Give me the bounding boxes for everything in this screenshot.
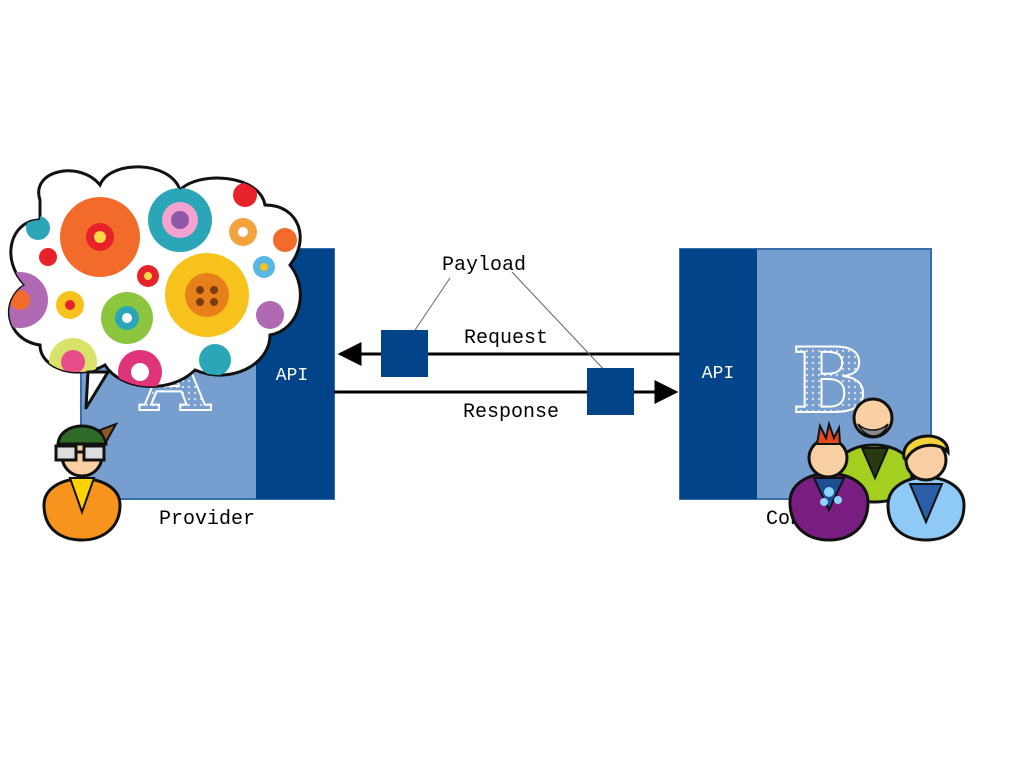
payload-label: Payload xyxy=(442,254,526,277)
payload-response-square xyxy=(587,368,634,415)
consumer-api-panel xyxy=(680,249,757,499)
consumer-person-purple-icon xyxy=(788,420,870,542)
response-label: Response xyxy=(463,401,559,424)
flower-green-icon xyxy=(101,292,153,344)
consumer-api-label: API xyxy=(702,364,734,384)
developer-with-glasses-icon xyxy=(42,422,122,542)
flower-teal-icon xyxy=(148,188,212,252)
payload-leader-right xyxy=(511,271,609,375)
provider-caption: Provider xyxy=(159,508,255,531)
flower-small-flowers-icon xyxy=(26,183,297,376)
flower-orange-icon xyxy=(60,197,140,277)
thought-bubble-tail xyxy=(84,370,110,410)
consumer-group-icon xyxy=(788,397,966,542)
flower-purple-icon xyxy=(9,272,48,328)
flower-sunflower-icon xyxy=(165,253,249,337)
provider-api-label: API xyxy=(276,366,308,386)
payload-request-square xyxy=(381,330,428,377)
thought-bubble-flowers-icon xyxy=(8,165,302,410)
consumer-box: B API Consumer xyxy=(679,248,932,531)
consumer-person-blue-icon xyxy=(886,434,966,542)
request-label: Request xyxy=(464,327,548,350)
